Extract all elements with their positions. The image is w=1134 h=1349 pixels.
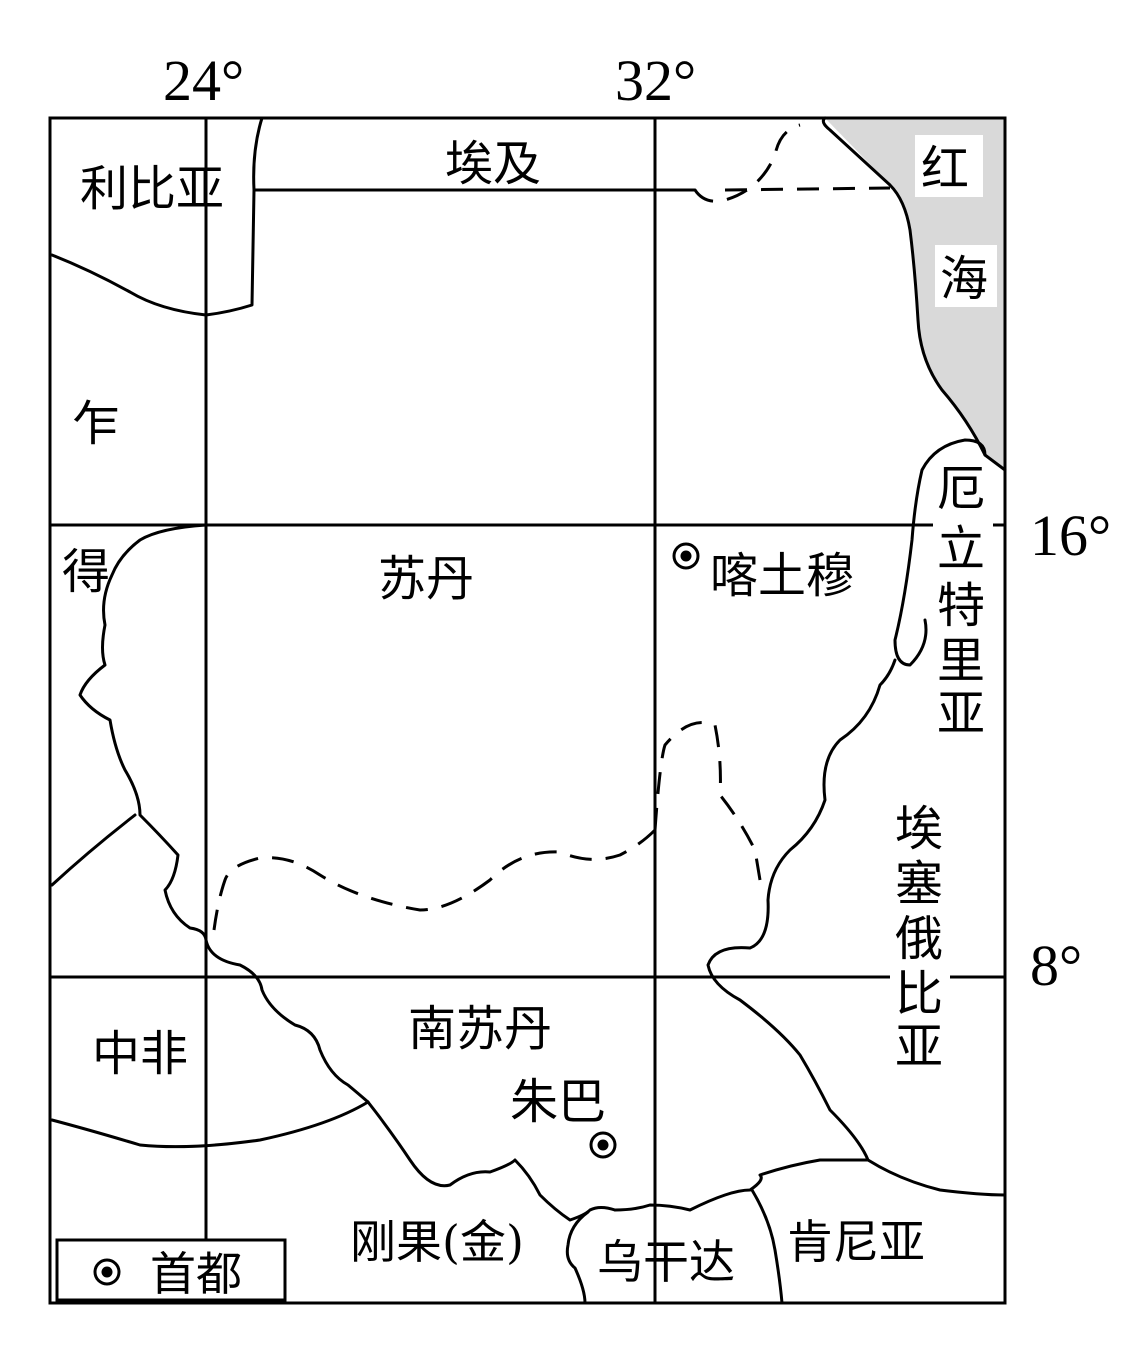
car-drc-border xyxy=(50,1100,370,1149)
legend-capital-icon xyxy=(93,1258,121,1286)
label-red-sea-1: 红 xyxy=(921,141,969,197)
map-frame xyxy=(48,116,1007,1305)
label-ethiopia-1: 埃 xyxy=(895,801,943,857)
uganda-border xyxy=(613,1158,1007,1212)
chad-car-border xyxy=(50,813,137,887)
latitude-label-8: 8° xyxy=(1030,933,1082,998)
eritrea-border xyxy=(893,438,987,667)
sudan-south-sudan-border xyxy=(212,828,657,931)
label-ethiopia-2: 塞 xyxy=(895,856,943,912)
label-eritrea-1: 厄 xyxy=(937,461,985,517)
ethiopia-label-bg xyxy=(890,963,950,1073)
label-ethiopia-4: 比 xyxy=(895,966,943,1022)
red-sea-label-bg-1 xyxy=(915,135,983,197)
latitude-label-16: 16° xyxy=(1030,503,1111,568)
red-sea-area xyxy=(825,118,1005,470)
eritrea-label-bg xyxy=(933,520,993,730)
label-libya: 利比亚 xyxy=(80,161,224,217)
label-central-africa: 中非 xyxy=(92,1026,188,1082)
capital-marker-khartoum xyxy=(672,542,700,570)
legend-capital-label: 首都 xyxy=(150,1247,242,1301)
label-ethiopia-3: 俄 xyxy=(895,911,943,967)
bir-tawil-dashed xyxy=(693,123,801,203)
uganda-kenya-border xyxy=(750,1188,784,1305)
longitude-label-32: 32° xyxy=(615,48,696,113)
drc-uganda-border xyxy=(565,1210,590,1305)
label-chad-1: 乍 xyxy=(72,396,120,452)
longitude-label-24: 24° xyxy=(163,48,244,113)
label-kenya: 肯尼亚 xyxy=(787,1215,925,1269)
label-drc: 刚果(金) xyxy=(350,1215,524,1269)
red-sea-label-bg-2 xyxy=(935,245,997,307)
label-sudan: 苏丹 xyxy=(378,551,474,607)
chad-sudan-border xyxy=(78,523,208,942)
red-sea-coast xyxy=(821,116,1007,472)
halaib-dashed xyxy=(724,186,891,192)
ethiopia-sudan-border xyxy=(706,658,897,1162)
label-ethiopia-5: 亚 xyxy=(895,1019,943,1075)
label-eritrea-3: 特 xyxy=(937,578,985,634)
car-south-sudan-border xyxy=(204,938,370,1104)
label-khartoum: 喀土穆 xyxy=(710,548,854,604)
label-south-sudan: 南苏丹 xyxy=(408,1001,552,1057)
label-eritrea-5: 亚 xyxy=(937,686,985,742)
label-uganda: 乌干达 xyxy=(597,1235,735,1289)
label-egypt: 埃及 xyxy=(445,136,541,192)
label-juba: 朱巴 xyxy=(510,1074,606,1130)
label-eritrea-4: 里 xyxy=(937,633,985,689)
disputed-dashed-east xyxy=(653,721,762,881)
label-chad-2: 得 xyxy=(62,544,110,600)
libya-chad-border xyxy=(50,253,208,317)
capital-marker-juba xyxy=(589,1131,617,1159)
label-red-sea-2: 海 xyxy=(940,251,988,307)
label-eritrea-2: 立 xyxy=(937,521,985,577)
